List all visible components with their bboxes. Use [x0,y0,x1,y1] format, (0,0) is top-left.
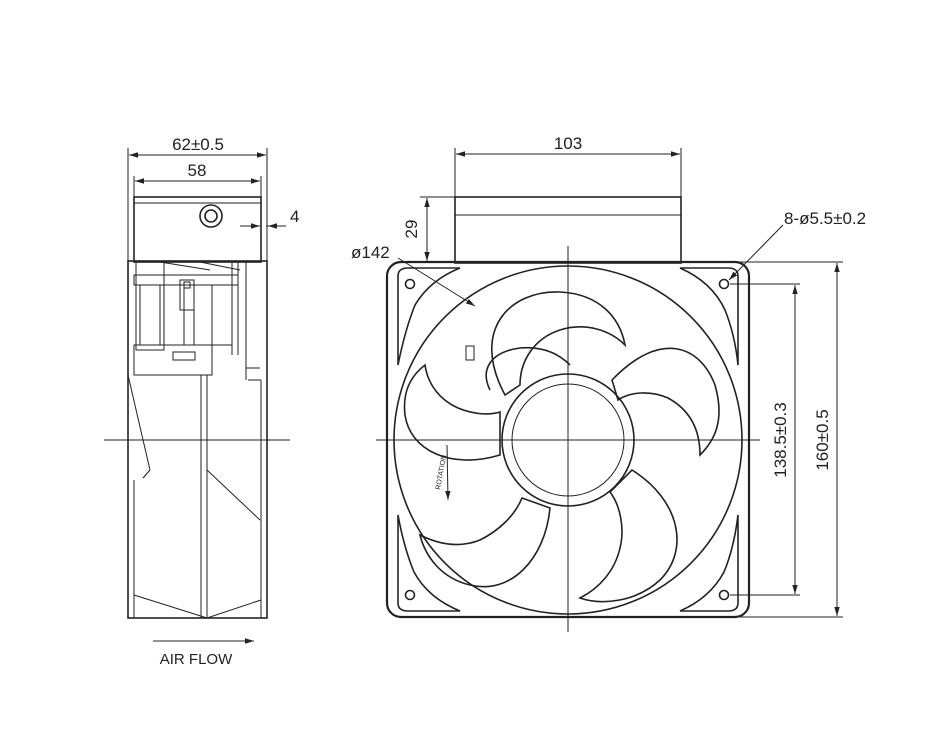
box-height-label: 29 [402,220,421,239]
hole-leader [728,224,784,281]
overall-width-label: 62±0.5 [172,135,224,154]
venturi-diameter-label: ø142 [351,243,390,262]
rotation-arrow [445,444,451,501]
side-view: 62±0.5 58 4 [104,135,299,668]
fan-blades [403,291,720,603]
airflow-label: AIR FLOW [160,651,233,668]
hole-pitch-label: 138.5±0.3 [771,402,790,478]
mounting-hole-tl [404,278,416,290]
frame-size-label: 160±0.5 [813,409,832,470]
motor-internals [133,261,260,380]
front-view: 103 29 [351,134,866,632]
venturi-leader [397,257,476,307]
frame-corners [397,267,739,612]
mounting-hole-tr [718,278,730,290]
mounting-hole-bl [404,589,416,601]
terminal-box-side [133,196,262,263]
offset-label: 4 [290,207,299,226]
body-width-label: 58 [188,161,207,180]
rotation-label: ROTATION [435,455,448,491]
mounting-holes-label: 8-ø5.5±0.2 [784,209,866,228]
blade-profile [127,374,262,619]
mounting-hole-br [718,589,730,601]
box-width-label: 103 [554,134,582,153]
